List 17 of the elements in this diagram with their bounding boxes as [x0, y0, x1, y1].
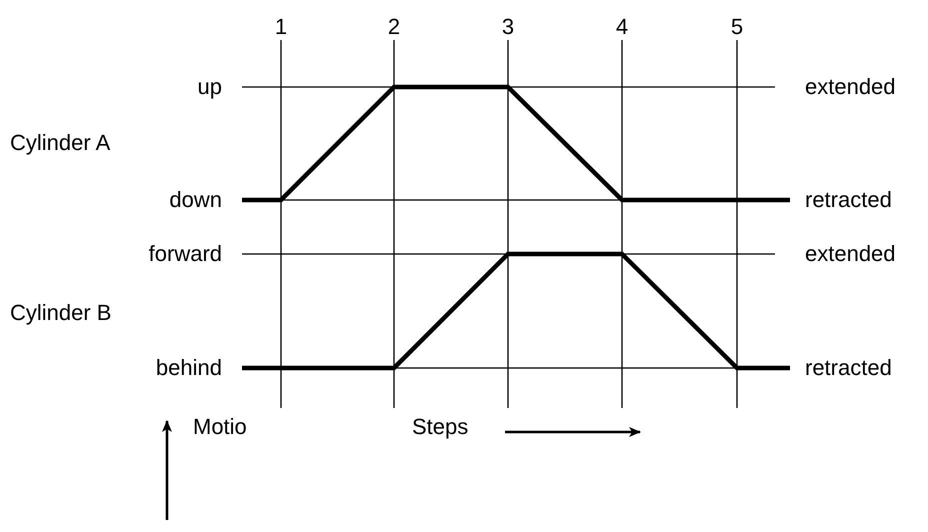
axis-label: Steps — [412, 414, 468, 440]
state-label: forward — [148, 241, 222, 267]
state-label: behind — [156, 355, 222, 381]
step-number: 5 — [730, 14, 744, 40]
step-number: 4 — [616, 14, 628, 40]
state-label: down — [169, 187, 222, 213]
step-number: 3 — [502, 14, 514, 40]
step-number: 1 — [274, 14, 288, 40]
axis-label: Motio — [193, 414, 247, 440]
state-label: up — [198, 74, 222, 100]
state-label: extended — [805, 74, 896, 100]
step-number: 2 — [388, 14, 400, 40]
row-label: Cylinder B — [10, 300, 112, 326]
state-label: extended — [805, 241, 896, 267]
state-label: retracted — [805, 355, 892, 381]
row-label: Cylinder A — [10, 130, 110, 156]
state-label: retracted — [805, 187, 892, 213]
